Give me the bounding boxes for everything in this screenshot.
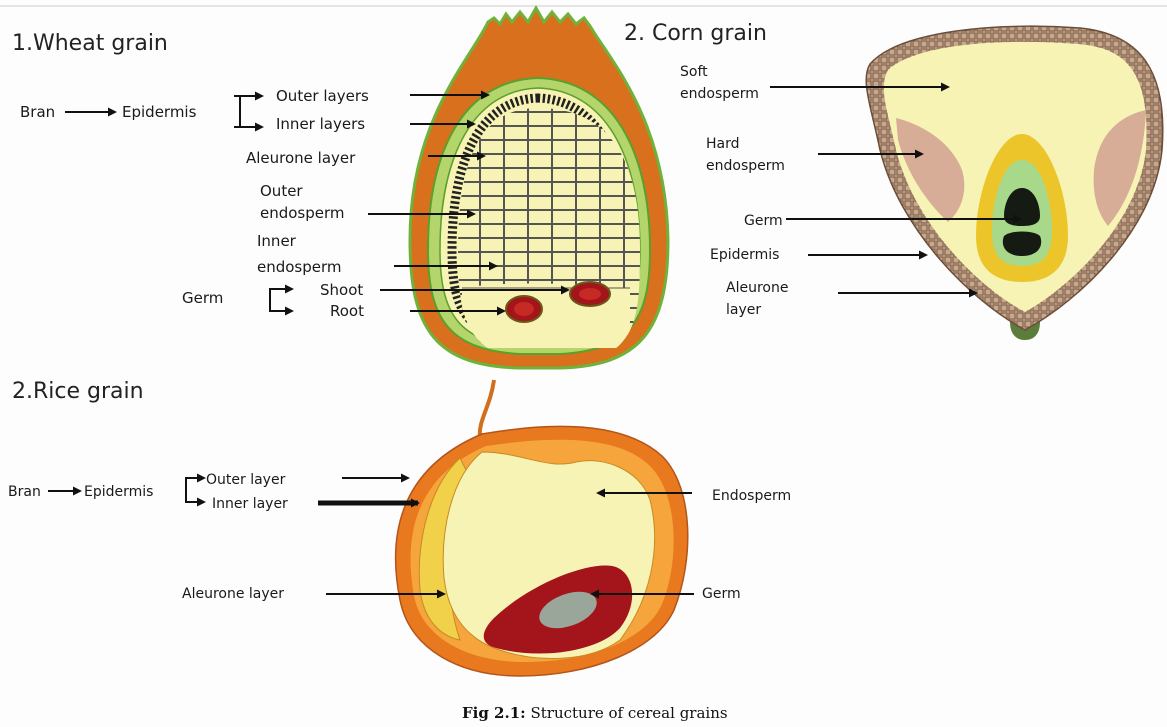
corn-soft-endosperm-1: Soft (680, 64, 708, 80)
corn-hard-endosperm-2: endosperm (706, 158, 785, 174)
corn-soft-endosperm-2: endosperm (680, 86, 759, 102)
corn-epidermis-label: Epidermis (710, 247, 779, 263)
figure-caption-text: Structure of cereal grains (526, 704, 728, 722)
corn-germ-label: Germ (744, 213, 783, 229)
wheat-grain-illustration (410, 8, 668, 368)
rice-bran-label: Bran (8, 484, 41, 500)
wheat-inner-endosperm-2: endosperm (257, 258, 342, 276)
corn-aleurone-2: layer (726, 302, 761, 318)
rice-germ-label: Germ (702, 586, 741, 602)
wheat-title: 1.Wheat grain (12, 31, 168, 56)
wheat-bran-label: Bran (20, 103, 55, 121)
rice-outer-layer-label: Outer layer (206, 472, 286, 488)
rice-inner-layer-label: Inner layer (212, 496, 288, 512)
wheat-aleurone-label: Aleurone layer (246, 149, 356, 167)
wheat-shoot-label: Shoot (320, 281, 363, 299)
figure-caption: Fig 2.1: Structure of cereal grains (462, 704, 728, 722)
wheat-root-label: Root (330, 302, 364, 320)
wheat-outer-endosperm-1: Outer (260, 182, 303, 200)
wheat-germ-label: Germ (182, 289, 223, 307)
wheat-epidermis-label: Epidermis (122, 103, 197, 121)
wheat-inner-layers-label: Inner layers (276, 115, 365, 133)
rice-grain-illustration (396, 380, 688, 676)
wheat-outer-endosperm-2: endosperm (260, 204, 345, 222)
corn-germ-root (1003, 232, 1041, 257)
corn-hard-endosperm-1: Hard (706, 136, 740, 152)
corn-title: 2. Corn grain (624, 21, 767, 46)
corn-aleurone-1: Aleurone (726, 280, 788, 296)
rice-endosperm-label: Endosperm (712, 488, 791, 504)
wheat-outer-layers-label: Outer layers (276, 87, 369, 105)
rice-awn (480, 380, 494, 438)
rice-title: 2.Rice grain (12, 379, 144, 404)
rice-epidermis-label: Epidermis (84, 484, 153, 500)
figure-caption-prefix: Fig 2.1: (462, 704, 526, 722)
wheat-inner-endosperm-1: Inner (257, 232, 297, 250)
rice-aleurone-label: Aleurone layer (182, 586, 284, 602)
